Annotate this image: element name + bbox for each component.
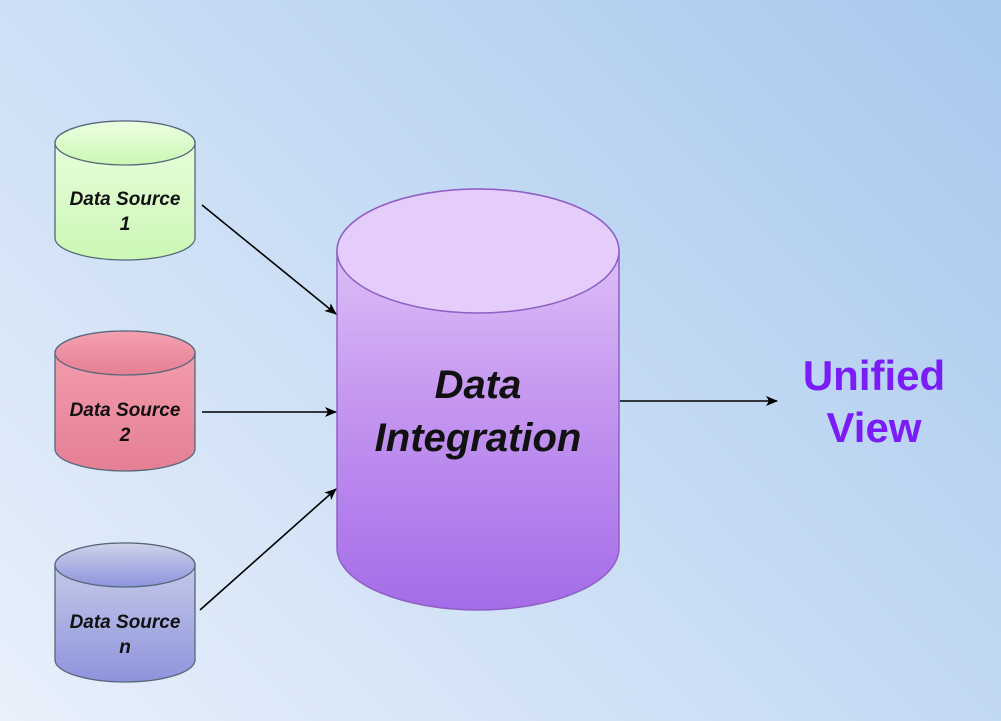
data-source-2-top <box>54 330 196 376</box>
arrow-source-1-to-integration <box>201 204 337 315</box>
data-source-2-number: 2 <box>119 425 131 446</box>
data-source-n-number: n <box>119 637 131 658</box>
data-source-2-cylinder: Data Source 2 <box>54 330 196 472</box>
data-source-n-label: Data Source <box>70 612 181 633</box>
data-source-2-label: Data Source <box>70 400 181 421</box>
data-source-1-cylinder: Data Source 1 <box>54 120 196 261</box>
data-integration-cylinder: Data Integration <box>336 188 620 611</box>
unified-view-label-line2: View <box>827 404 922 451</box>
arrow-source-n-to-integration <box>199 488 337 611</box>
data-integration-top <box>336 188 620 314</box>
data-integration-label-line2: Integration <box>375 416 582 460</box>
data-source-n-top <box>54 542 196 588</box>
unified-view-label-line1: Unified <box>803 352 945 399</box>
data-source-1-label: Data Source <box>70 189 181 210</box>
data-source-n-cylinder: Data Source n <box>54 542 196 683</box>
data-source-1-number: 1 <box>120 214 131 235</box>
data-integration-label-line1: Data <box>435 363 522 407</box>
data-source-1-top <box>54 120 196 166</box>
